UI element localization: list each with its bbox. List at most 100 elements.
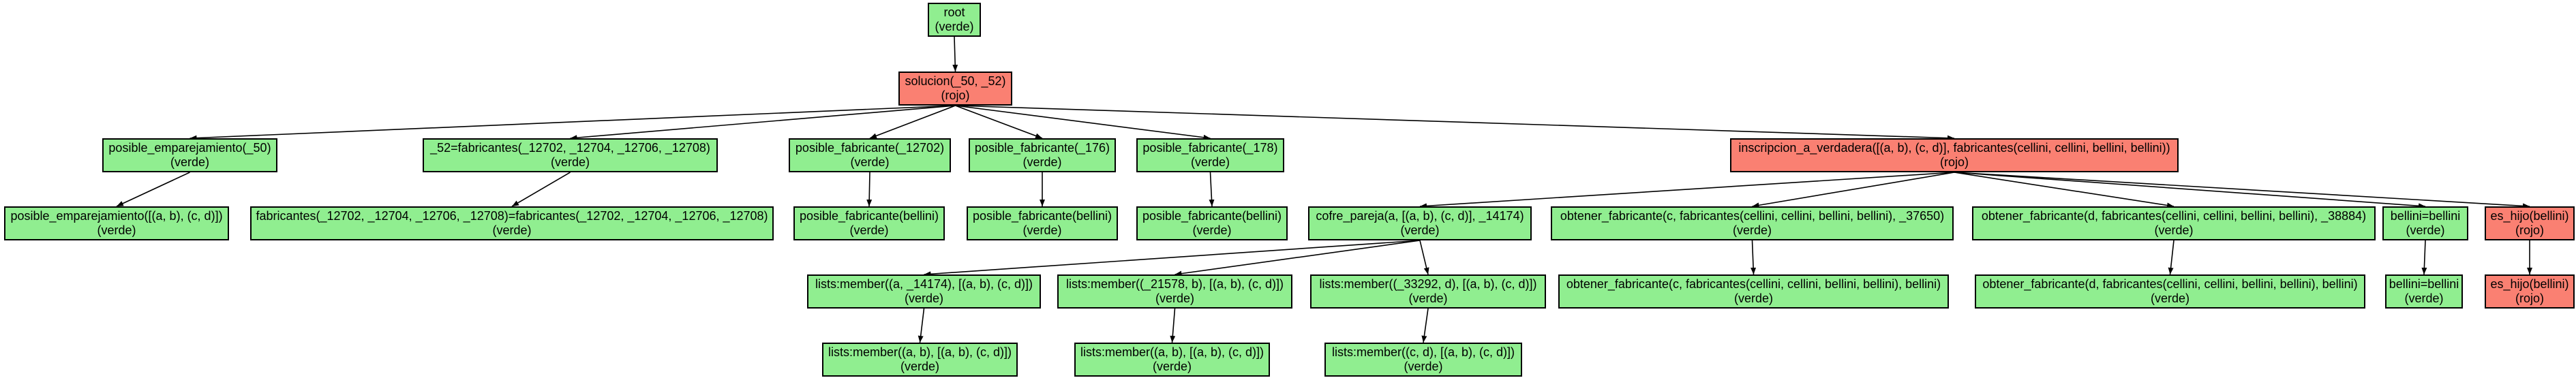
node-status: (rojo) <box>1939 155 1969 169</box>
tree-node-posible-fabricante-bellini: posible_fabricante(bellini) (verde) <box>1136 206 1288 240</box>
tree-node-posible-fabricante-178: posible_fabricante(_178) (verde) <box>1136 138 1284 172</box>
node-label: fabricantes(_12702, _12704, _12706, _127… <box>256 209 768 223</box>
tree-node-lists-member-ab: lists:member((a, b), [(a, b), (c, d)]) (… <box>822 343 1018 377</box>
tree-node-solucion: solucion(_50, _52) (rojo) <box>898 72 1012 106</box>
tree-node-posible-emparejamiento-result: posible_emparejamiento([(a, b), (c, d)])… <box>4 206 229 240</box>
tree-node-lists-member-b: lists:member((_21578, b), [(a, b), (c, d… <box>1057 274 1292 309</box>
tree-node-posible-fabricante-12702: posible_fabricante(_12702) (verde) <box>789 138 951 172</box>
node-status: (verde) <box>1192 223 1232 237</box>
tree-node-posible-fabricante-176: posible_fabricante(_176) (verde) <box>969 138 1116 172</box>
edge-n7-n16 <box>1954 172 2426 209</box>
node-status: (verde) <box>2406 223 2445 237</box>
tree-node-es-hijo: es_hijo(bellini) (rojo) <box>2485 206 2575 240</box>
tree-node-lists-member-ab: lists:member((a, b), [(a, b), (c, d)]) (… <box>1074 343 1270 377</box>
node-label: lists:member((_21578, b), [(a, b), (c, d… <box>1065 277 1284 291</box>
node-label: root <box>943 5 965 19</box>
node-status: (verde) <box>2150 292 2189 305</box>
edge-n19-n26 <box>1170 308 1176 343</box>
node-label: _52=fabricantes(_12702, _12704, _12706, … <box>430 141 710 155</box>
edge-n14-n21 <box>1751 240 1757 275</box>
node-status: (verde) <box>492 223 532 237</box>
node-status: (verde) <box>849 223 889 237</box>
tree-node-lists-member-a: lists:member((a, _14174), [(a, b), (c, d… <box>807 274 1041 309</box>
edge-n18-n25 <box>918 308 925 343</box>
node-status: (rojo) <box>2515 292 2544 305</box>
edge-n0-n1 <box>952 36 958 72</box>
edge-n20-n27 <box>1421 308 1429 343</box>
edge-n7-n15 <box>1954 172 2175 208</box>
edge-n7-n14 <box>1752 172 1955 208</box>
node-status: (verde) <box>900 360 939 373</box>
node-label: bellini=bellini <box>2389 277 2459 291</box>
tree-node-obtener-fabricante-d: obtener_fabricante(d, fabricantes(cellin… <box>1972 206 2376 240</box>
tree-node-posible-fabricante-bellini: posible_fabricante(bellini) (verde) <box>793 206 945 240</box>
node-label: posible_fabricante(_176) <box>974 141 1110 155</box>
node-status: (verde) <box>550 155 590 169</box>
node-label: posible_fabricante(_178) <box>1142 141 1278 155</box>
edge-n1-n5 <box>955 105 1043 139</box>
node-label: posible_emparejamiento([(a, b), (c, d)]) <box>10 209 223 223</box>
node-status: (verde) <box>170 155 209 169</box>
node-status: (verde) <box>1408 292 1448 305</box>
node-status: (verde) <box>935 20 974 33</box>
tree-node-posible-fabricante-bellini: posible_fabricante(bellini) (verde) <box>967 206 1118 240</box>
edge-n13-n18 <box>924 240 1421 277</box>
node-label: inscripcion_a_verdadera([(a, b), (c, d)]… <box>1738 141 2170 155</box>
edge-n13-n20 <box>1419 240 1429 275</box>
tree-node-fabricantes-unify: _52=fabricantes(_12702, _12704, _12706, … <box>423 138 718 172</box>
tree-node-fabricantes-equality: fabricantes(_12702, _12704, _12706, _127… <box>250 206 774 240</box>
node-label: es_hijo(bellini) <box>2490 209 2569 223</box>
tree-node-es-hijo-result: es_hijo(bellini) (rojo) <box>2485 274 2575 309</box>
node-label: es_hijo(bellini) <box>2490 277 2569 291</box>
node-label: posible_emparejamiento(_50) <box>108 141 271 155</box>
node-status: (rojo) <box>2515 223 2544 237</box>
edge-n7-n17 <box>1954 172 2530 209</box>
node-label: bellini=bellini <box>2390 209 2461 223</box>
edge-n6-n12 <box>1209 172 1215 207</box>
node-label: obtener_fabricante(c, fabricantes(cellin… <box>1566 277 1941 291</box>
tree-node-bellini-equals: bellini=bellini (verde) <box>2382 206 2468 240</box>
node-status: (verde) <box>1022 155 1062 169</box>
edge-n2-n8 <box>116 172 190 207</box>
node-label: lists:member((a, _14174), [(a, b), (c, d… <box>815 277 1033 291</box>
tree-node-bellini-equals-result: bellini=bellini (verde) <box>2385 274 2463 309</box>
edge-n7-n13 <box>1419 172 1955 209</box>
tree-node-cofre-pareja: cofre_pareja(a, [(a, b), (c, d)], _14174… <box>1308 206 1532 240</box>
tree-node-obtener-fabricante-d-result: obtener_fabricante(d, fabricantes(cellin… <box>1975 274 2365 309</box>
node-label: obtener_fabricante(d, fabricantes(cellin… <box>1982 277 2358 291</box>
node-status: (verde) <box>904 292 943 305</box>
node-label: posible_fabricante(bellini) <box>1142 209 1282 223</box>
edge-n1-n2 <box>190 105 956 141</box>
node-status: (verde) <box>1190 155 1230 169</box>
edge-n1-n4 <box>869 105 956 139</box>
edge-n1-n3 <box>570 105 956 141</box>
tree-node-obtener-fabricante-c-result: obtener_fabricante(c, fabricantes(cellin… <box>1558 274 1949 309</box>
node-status: (verde) <box>850 155 890 169</box>
tree-node-lists-member-d: lists:member((_33292, d), [(a, b), (c, d… <box>1310 274 1546 309</box>
tree-node-posible-emparejamiento: posible_emparejamiento(_50) (verde) <box>102 138 277 172</box>
node-status: (verde) <box>1404 360 1443 373</box>
node-label: cofre_pareja(a, [(a, b), (c, d)], _14174… <box>1316 209 1524 223</box>
edge-n16-n23 <box>2421 240 2427 275</box>
tree-node-lists-member-cd: lists:member((c, d), [(a, b), (c, d)]) (… <box>1324 343 1522 377</box>
edge-n4-n10 <box>866 172 873 207</box>
node-status: (verde) <box>1155 292 1194 305</box>
node-status: (rojo) <box>941 89 970 102</box>
node-label: lists:member((a, b), [(a, b), (c, d)]) <box>1080 345 1264 359</box>
node-status: (verde) <box>1152 360 1192 373</box>
node-label: posible_fabricante(bellini) <box>972 209 1112 223</box>
tree-node-root: root (verde) <box>928 3 981 37</box>
node-status: (verde) <box>2154 223 2194 237</box>
node-label: lists:member((_33292, d), [(a, b), (c, d… <box>1319 277 1537 291</box>
node-label: obtener_fabricante(d, fabricantes(cellin… <box>1981 209 2367 223</box>
node-status: (verde) <box>2404 292 2444 305</box>
node-label: obtener_fabricante(c, fabricantes(cellin… <box>1560 209 1945 223</box>
edge-n13-n19 <box>1175 240 1421 277</box>
node-status: (verde) <box>1733 292 1773 305</box>
node-status: (verde) <box>1732 223 1772 237</box>
node-label: lists:member((a, b), [(a, b), (c, d)]) <box>828 345 1012 359</box>
node-status: (verde) <box>1022 223 1062 237</box>
node-label: posible_fabricante(bellini) <box>799 209 939 223</box>
